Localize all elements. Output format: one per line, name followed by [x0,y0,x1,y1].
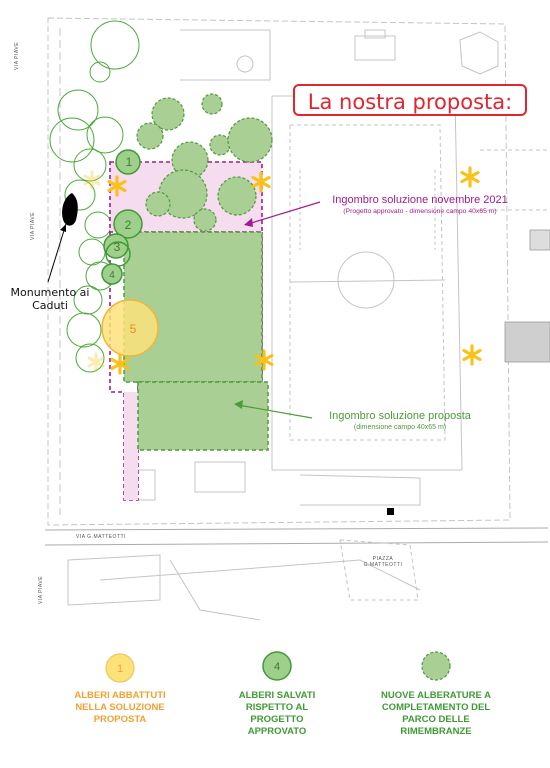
star-icon [462,344,482,366]
small-black-marker [387,508,394,515]
legend-saved-number: 4 [274,661,280,673]
proposal-title: La nostra proposta: [293,84,527,116]
star-markers [107,166,482,375]
tree-number-3: 3 [114,240,121,254]
monument-shape [62,193,78,226]
november-footprint-subtitle: (Progetto approvato - dimensione campo 4… [343,208,497,215]
november-footprint-label: Ingombro soluzione novembre 2021 (Proget… [300,194,540,216]
proposed-footprint-subtitle: (dimensione campo 40x65 m) [353,424,447,431]
piazza-matteotti: PIAZZA G.MATTEOTTI [358,556,408,568]
proposed-arrow [237,404,313,419]
legend-felled-text: ALBERI ABBATTUTI NELLA SOLUZIONE PROPOST… [74,690,166,725]
proposed-footprint-label: Ingombro soluzione proposta (dimensione … [300,410,500,432]
star-icon [107,175,127,197]
street-via-piave-mid: VIA PIAVE [30,211,36,240]
existing-trees-outline [49,20,140,373]
legend-new-marker [421,651,451,681]
legend-new-text: NUOVE ALBERATURE A COMPLETAMENTO DEL PAR… [381,690,491,737]
legend-saved-text: ALBERI SALVATI RISPETTO AL PROGETTO APPR… [238,690,316,737]
building-right [504,321,550,363]
legend-saved-marker [262,651,292,681]
monument-label: Monumento ai Caduti [4,286,96,312]
tree-number-1: 1 [126,155,133,169]
street-via-piave-top: VIA PIAVE [14,41,20,70]
piazza-line1: PIAZZA [372,556,394,562]
street-via-piave-bottom: VIA PIAVE [38,575,44,604]
star-icon [254,349,274,371]
saved-trees [101,149,143,285]
monument-label-line1: Monumento ai [10,286,90,299]
legend-felled-marker [105,653,135,683]
proposed-footprint-title: Ingombro soluzione proposta [329,410,471,422]
base-plan [44,17,549,621]
star-icon [460,166,480,188]
star-icon [110,353,130,375]
tree-number-5: 5 [130,322,137,336]
tree-number-2: 2 [125,218,132,232]
felled-tree [101,299,159,357]
november-footprint-title: Ingombro soluzione novembre 2021 [332,194,508,206]
legend-felled-number: 1 [117,663,123,675]
tree-numbers: 1 2 3 4 5 [109,155,136,336]
star-icon [251,171,271,193]
building-right-small [529,229,550,251]
november-arrow [247,201,321,225]
street-via-matteotti: VIA G.MATTEOTTI [76,534,126,540]
monument-pointer-line [47,223,67,283]
new-trees [136,93,273,232]
monument-label-line2: Caduti [32,299,68,312]
tree-number-4: 4 [109,270,115,281]
proposed-footprint [123,231,269,451]
piazza-line2: G.MATTEOTTI [363,562,403,568]
